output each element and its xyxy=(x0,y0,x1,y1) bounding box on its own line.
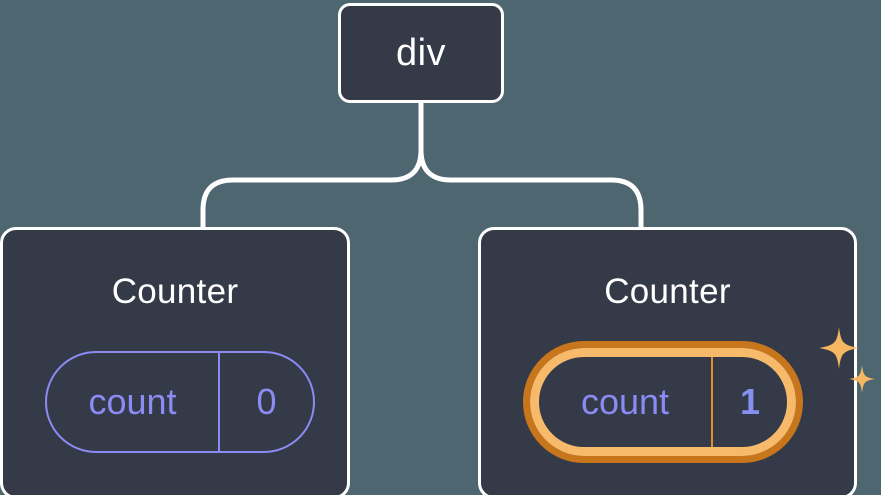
state-pill-right-inner-ring: count 1 xyxy=(530,348,796,456)
sparkle-group xyxy=(819,327,875,393)
connector-branch-right xyxy=(418,149,644,229)
state-value-left: 0 xyxy=(256,381,277,422)
counter-left-title: Counter xyxy=(111,272,239,311)
node-counter-left[interactable]: Counter count 0 xyxy=(0,227,350,495)
node-div[interactable]: div xyxy=(338,3,504,103)
state-key-right: count xyxy=(580,381,670,422)
sparkle-small-icon xyxy=(849,365,875,393)
state-key-cell-right: count xyxy=(539,357,713,447)
state-key-left: count xyxy=(88,381,177,422)
state-value-cell-left: 0 xyxy=(220,353,313,451)
state-pill-left[interactable]: count 0 xyxy=(45,351,315,453)
node-div-label: div xyxy=(395,32,447,74)
state-key-cell-left: count xyxy=(47,353,220,451)
node-counter-right[interactable]: Counter count 1 xyxy=(478,227,875,495)
sparkle-large-icon xyxy=(819,327,859,369)
connector-branch-left xyxy=(200,149,424,229)
state-value-cell-right: 1 xyxy=(713,357,787,447)
state-value-right: 1 xyxy=(739,381,761,422)
counter-right-title: Counter xyxy=(604,272,731,311)
state-pill-right-highlighted[interactable]: count 1 xyxy=(523,341,803,463)
